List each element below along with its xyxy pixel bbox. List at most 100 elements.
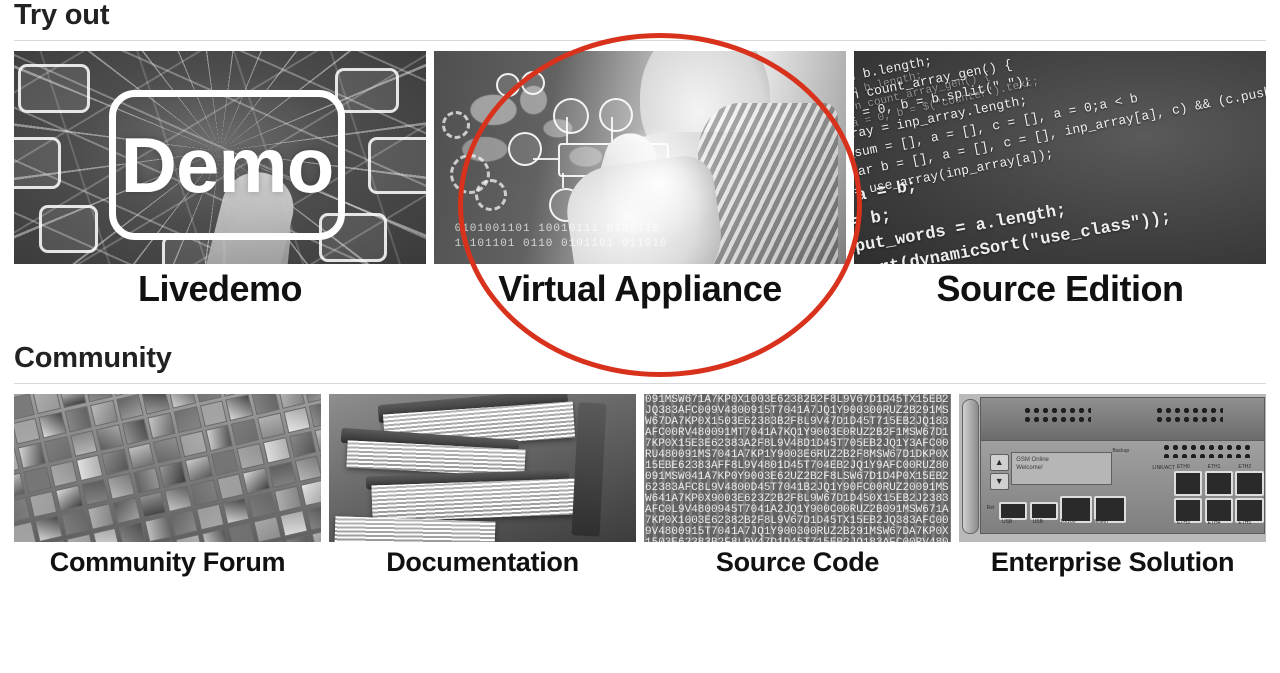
forum-thumbnail-cell — [303, 394, 321, 404]
appliance-usb-port-2 — [1029, 502, 1059, 520]
forum-thumbnail-cell — [75, 454, 104, 482]
forum-thumbnail-cell — [205, 424, 234, 452]
appliance-nic-label-3: ETH2 — [1238, 463, 1252, 470]
forum-thumbnail-cell — [29, 491, 58, 518]
forum-thumbnail-cell — [222, 497, 251, 525]
tile-caption-community-forum[interactable]: Community Forum — [49, 547, 286, 578]
tile-caption-enterprise-solution[interactable]: Enterprise Solution — [990, 547, 1235, 578]
appliance-nic-port-5 — [1204, 497, 1234, 523]
appliance-port-label-3: 10/100 — [1060, 518, 1076, 525]
demo-word-label: Demo — [120, 120, 335, 209]
appliance-usb-port-1 — [998, 502, 1028, 520]
appliance-nic-port-2 — [1204, 471, 1234, 497]
tile-row-community: Community Forum Documentation — [0, 394, 1280, 579]
forum-thumbnail-cell — [35, 515, 64, 543]
forum-thumbnail-cell — [90, 399, 119, 427]
forum-thumbnail-cell — [14, 497, 32, 524]
demo-word-frame: Demo — [108, 89, 346, 241]
forum-thumbnail-cell — [64, 405, 93, 433]
forum-thumbnail-cell — [179, 430, 208, 458]
tile-caption-livedemo[interactable]: Livedemo — [137, 268, 303, 310]
appliance-reset-label: Rst — [986, 505, 995, 512]
forum-thumbnail-cell — [55, 485, 84, 512]
thumbnail-documentation[interactable] — [329, 394, 636, 543]
thumbnail-community-forum[interactable] — [14, 394, 321, 543]
thumbnail-livedemo[interactable]: Demo — [14, 51, 426, 265]
appliance-nic-label-6: ETH5 — [1238, 520, 1252, 527]
appliance-lower-vent — [1161, 443, 1254, 458]
forum-thumbnail-cell — [196, 503, 225, 531]
forum-thumbnail-cell — [14, 417, 41, 445]
matrix-streaks-overlay — [644, 394, 951, 543]
forum-thumbnail-cell — [92, 527, 121, 543]
forum-thumbnail-cell — [263, 437, 292, 464]
forum-thumbnail-cell — [199, 400, 228, 428]
appliance-nic-port-4 — [1173, 497, 1203, 523]
thumbnail-enterprise-solution[interactable]: GSM Online Welcome! ▲ ▼ USB USB 10/100 M… — [959, 394, 1266, 543]
va-hud-node-user — [520, 70, 545, 95]
forum-thumbnail-cell — [185, 455, 214, 482]
forum-thumbnail-cell — [148, 412, 177, 440]
va-gear-icon-3 — [442, 111, 471, 140]
forum-thumbnail-cell — [225, 394, 254, 422]
tile-caption-source-code[interactable]: Source Code — [715, 547, 880, 578]
appliance-port-label-1: USB — [1001, 518, 1013, 525]
forum-thumbnail-cell — [87, 503, 116, 531]
forum-thumbnail-cell — [231, 418, 260, 446]
va-hud-node-left — [508, 132, 543, 167]
forum-thumbnail-cell — [306, 504, 321, 531]
section-heading-community: Community — [14, 341, 172, 374]
tile-caption-source-edition[interactable]: Source Edition — [936, 268, 1184, 310]
appliance-rack-handle — [962, 398, 980, 534]
section-try-out: Try out Demo — [0, 0, 1280, 311]
va-touch-glow — [598, 123, 719, 244]
appliance-nic-label-2: ETH1 — [1207, 463, 1221, 470]
forum-thumbnail-cell — [18, 442, 47, 470]
forum-thumbnail-cell — [127, 442, 156, 470]
thumbnail-source-edition[interactable]: } 0 = 0; return b.length; function count… — [854, 51, 1266, 265]
forum-thumbnail-cell — [254, 516, 283, 543]
tile-row-try-out: Demo Livedemo — [0, 51, 1280, 310]
forum-thumbnail-cell — [289, 431, 318, 458]
tile-enterprise-solution[interactable]: GSM Online Welcome! ▲ ▼ USB USB 10/100 M… — [959, 394, 1266, 579]
appliance-nic-port-6 — [1235, 497, 1264, 523]
matrix-rain-text: 091MSW671A7KP0X1003E62382B2F8L9V67D1D45T… — [644, 394, 951, 543]
forum-thumbnail-cell — [237, 443, 266, 470]
forum-thumbnail-cell — [248, 491, 277, 519]
forum-thumbnail-cell — [14, 394, 35, 421]
forum-thumbnail-cell — [285, 534, 314, 543]
tile-source-edition[interactable]: } 0 = 0; return b.length; function count… — [854, 51, 1266, 310]
demo-screen-chip-3 — [38, 204, 99, 254]
forum-thumbnail-cell — [268, 461, 297, 489]
demo-screen-chip-5 — [368, 136, 426, 194]
forum-thumbnail-cell — [283, 406, 312, 434]
tile-documentation[interactable]: Documentation — [329, 394, 636, 579]
forum-thumbnail-cell — [176, 534, 205, 543]
appliance-up-arrow-button[interactable]: ▲ — [989, 453, 1009, 471]
tile-caption-documentation[interactable]: Documentation — [386, 547, 579, 578]
thumbnail-source-code[interactable]: 091MSW671A7KP0X1003E62382B2F8L9V67D1D45T… — [644, 394, 951, 543]
forum-thumbnail-cell — [242, 467, 271, 495]
tile-caption-virtual-appliance[interactable]: Virtual Appliance — [498, 268, 782, 310]
appliance-port-label-2: USB — [1032, 518, 1043, 525]
va-person-sleeve — [697, 102, 838, 265]
forum-thumbnail-cell — [294, 455, 321, 483]
va-hud-node-top-1 — [553, 98, 590, 135]
section-community: Community Community Forum — [0, 341, 1280, 579]
tile-livedemo[interactable]: Demo Livedemo — [14, 51, 426, 310]
appliance-upper-vent-2 — [1155, 406, 1223, 424]
appliance-nic-port-3 — [1235, 471, 1264, 497]
demo-screen-chip-1 — [18, 64, 91, 113]
appliance-down-arrow-button[interactable]: ▼ — [989, 472, 1009, 490]
appliance-linkact-label: LINK/ACT — [1152, 465, 1175, 472]
forum-thumbnail-cell — [190, 479, 219, 507]
appliance-nic-label-4: ETH3 — [1176, 520, 1190, 527]
appliance-nic-label-5: ETH4 — [1207, 520, 1221, 527]
tile-source-code[interactable]: 091MSW671A7KP0X1003E62382B2F8L9V67D1D45T… — [644, 394, 951, 579]
appliance-lcd-display: GSM Online Welcome! — [1011, 452, 1113, 485]
tile-community-forum[interactable]: Community Forum — [14, 394, 321, 579]
forum-thumbnail-cell — [311, 528, 321, 543]
